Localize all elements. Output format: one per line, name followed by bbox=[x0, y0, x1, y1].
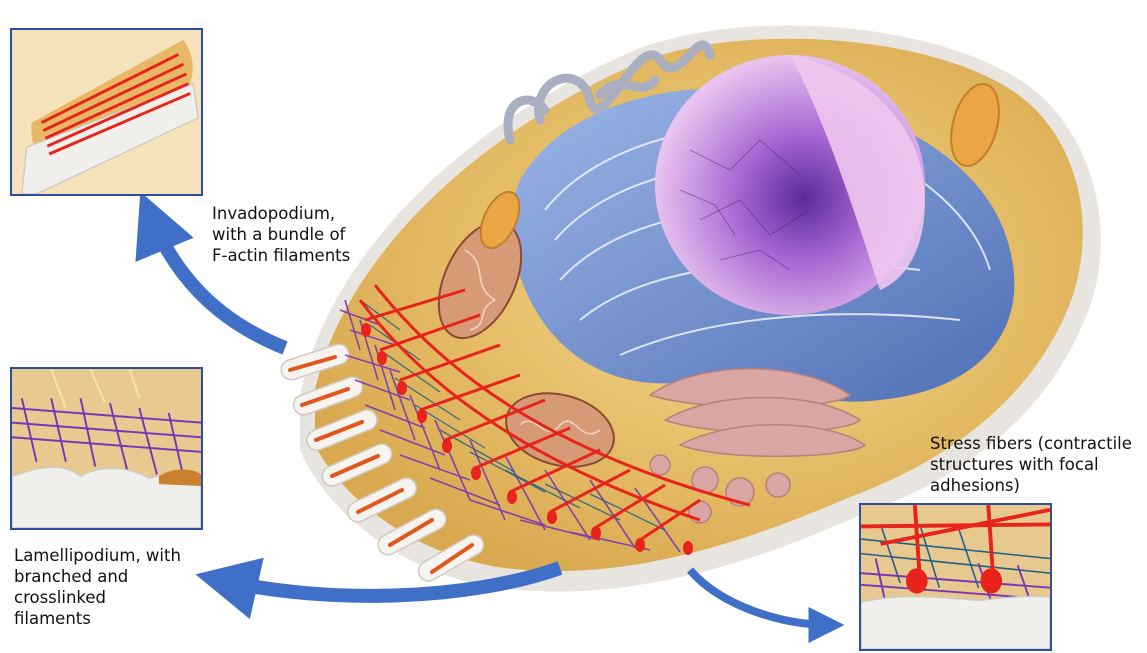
label-stress-fibers: Stress fibers (contractile structures wi… bbox=[930, 433, 1132, 496]
inset-invadopodium bbox=[10, 28, 203, 196]
label-lamellipodium: Lamellipodium, with branched and crossli… bbox=[14, 545, 181, 629]
inset-lamellipodium bbox=[10, 367, 203, 530]
inset-stress-fibers bbox=[859, 503, 1052, 651]
arrow-to-stress-fibers bbox=[690, 570, 830, 625]
label-invadopodium: Invadopodium, with a bundle of F-actin f… bbox=[212, 203, 350, 266]
